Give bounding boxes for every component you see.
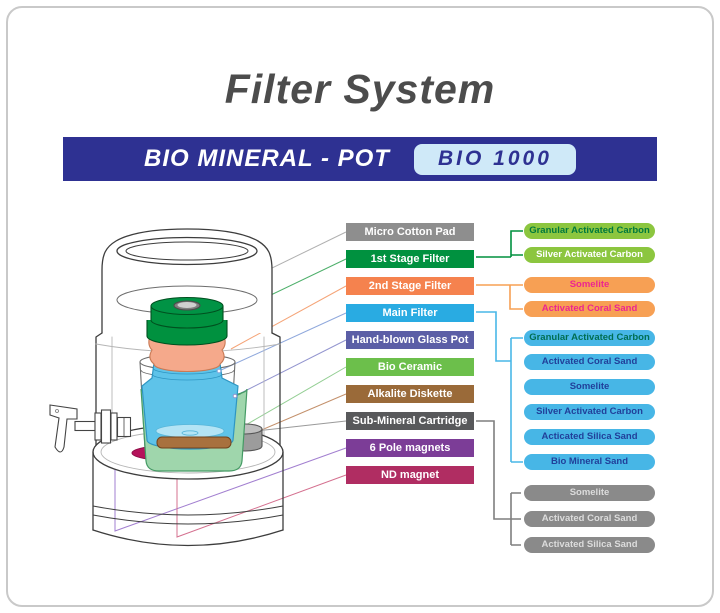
- leader-6-pole-magnets: [114, 447, 347, 532]
- bracket-sub-mineral: [476, 420, 521, 546]
- bottom-edge: [92, 529, 284, 547]
- part-label-micro-cotton-pad: Micro Cotton Pad: [346, 223, 474, 241]
- media-pill-orange-somelite: Somelite: [524, 277, 655, 293]
- leader-dot-glass-pot: [232, 393, 238, 399]
- alkalite-diskette-shape: [156, 436, 232, 449]
- part-label-hand-blown-glass-pot: Hand-blown Glass Pot: [346, 331, 474, 349]
- media-pill-blue-bio-mineral-sand: Bio Mineral Sand: [524, 454, 655, 470]
- faucet-pipe: [74, 420, 96, 432]
- media-pill-blue-somelite: Somelite: [524, 379, 655, 395]
- first-stage-filter-shape: [146, 296, 228, 346]
- lower-band-1: [92, 505, 284, 516]
- part-label-sub-mineral-cartridge: Sub-Mineral Cartridge: [346, 412, 474, 430]
- leader-main-filter: [218, 312, 347, 372]
- part-label-2nd-stage-filter: 2nd Stage Filter: [346, 277, 474, 295]
- faucet-shape: [49, 404, 132, 453]
- bracket-2nd-stage: [476, 284, 523, 310]
- media-pill-blue-granular-activated-carbon: Granular Activated Carbon: [524, 330, 655, 346]
- leader-glass-pot: [234, 339, 347, 397]
- media-pill-blue-acticated-silica-sand: Acticated Silica Sand: [524, 429, 655, 445]
- media-pill-gray-somelite: Somelite: [524, 485, 655, 501]
- banner: BIO MINERAL - POT BIO 1000: [63, 137, 657, 181]
- part-label-main-filter: Main Filter: [346, 304, 474, 322]
- part-label-nd-magnet: ND magnet: [346, 466, 474, 484]
- leader-bio-ceramic: [243, 366, 347, 427]
- page-title: Filter System: [224, 66, 496, 112]
- six-pole-magnets-shape: [100, 409, 112, 444]
- media-pill-green-granular-activated-carbon: Granular Activated Carbon: [524, 223, 655, 239]
- banner-label: BIO MINERAL - POT: [144, 145, 390, 172]
- bracket-1st-stage: [476, 230, 523, 258]
- media-pill-orange-activated-coral-sand: Activated Coral Sand: [524, 301, 655, 317]
- media-pill-gray-activated-coral-sand: Activated Coral Sand: [524, 511, 655, 527]
- lid-top-rim-inner: [125, 241, 249, 261]
- leader-sub-mineral: [255, 420, 347, 432]
- media-pill-blue-activated-coral-sand: Activated Coral Sand: [524, 354, 655, 370]
- media-pill-blue-silver-activated-carbon: Silver Activated Carbon: [524, 404, 655, 420]
- part-label-1st-stage-filter: 1st Stage Filter: [346, 250, 474, 268]
- part-label-6-pole-magnets: 6 Pole magnets: [346, 439, 474, 457]
- model-badge: BIO 1000: [413, 143, 576, 175]
- leader-nd-magnet: [176, 460, 347, 538]
- faucet-handle: [49, 404, 78, 453]
- part-label-alkalite-diskette: Alkalite Diskette: [346, 385, 474, 403]
- group-brackets: [476, 230, 523, 546]
- bracket-main-filter: [476, 311, 523, 463]
- page-border: [6, 6, 714, 607]
- lower-band-2: [92, 514, 284, 525]
- part-label-bio-ceramic: Bio Ceramic: [346, 358, 474, 376]
- leader-dot-main-filter: [216, 368, 222, 374]
- body-wall-right: [271, 332, 281, 453]
- media-pill-gray-activated-silica-sand: Activated Silica Sand: [524, 537, 655, 553]
- leader-2nd-stage: [230, 285, 347, 350]
- media-pill-green-silver-activated-carbon: Silver Activated Carbon: [524, 247, 655, 263]
